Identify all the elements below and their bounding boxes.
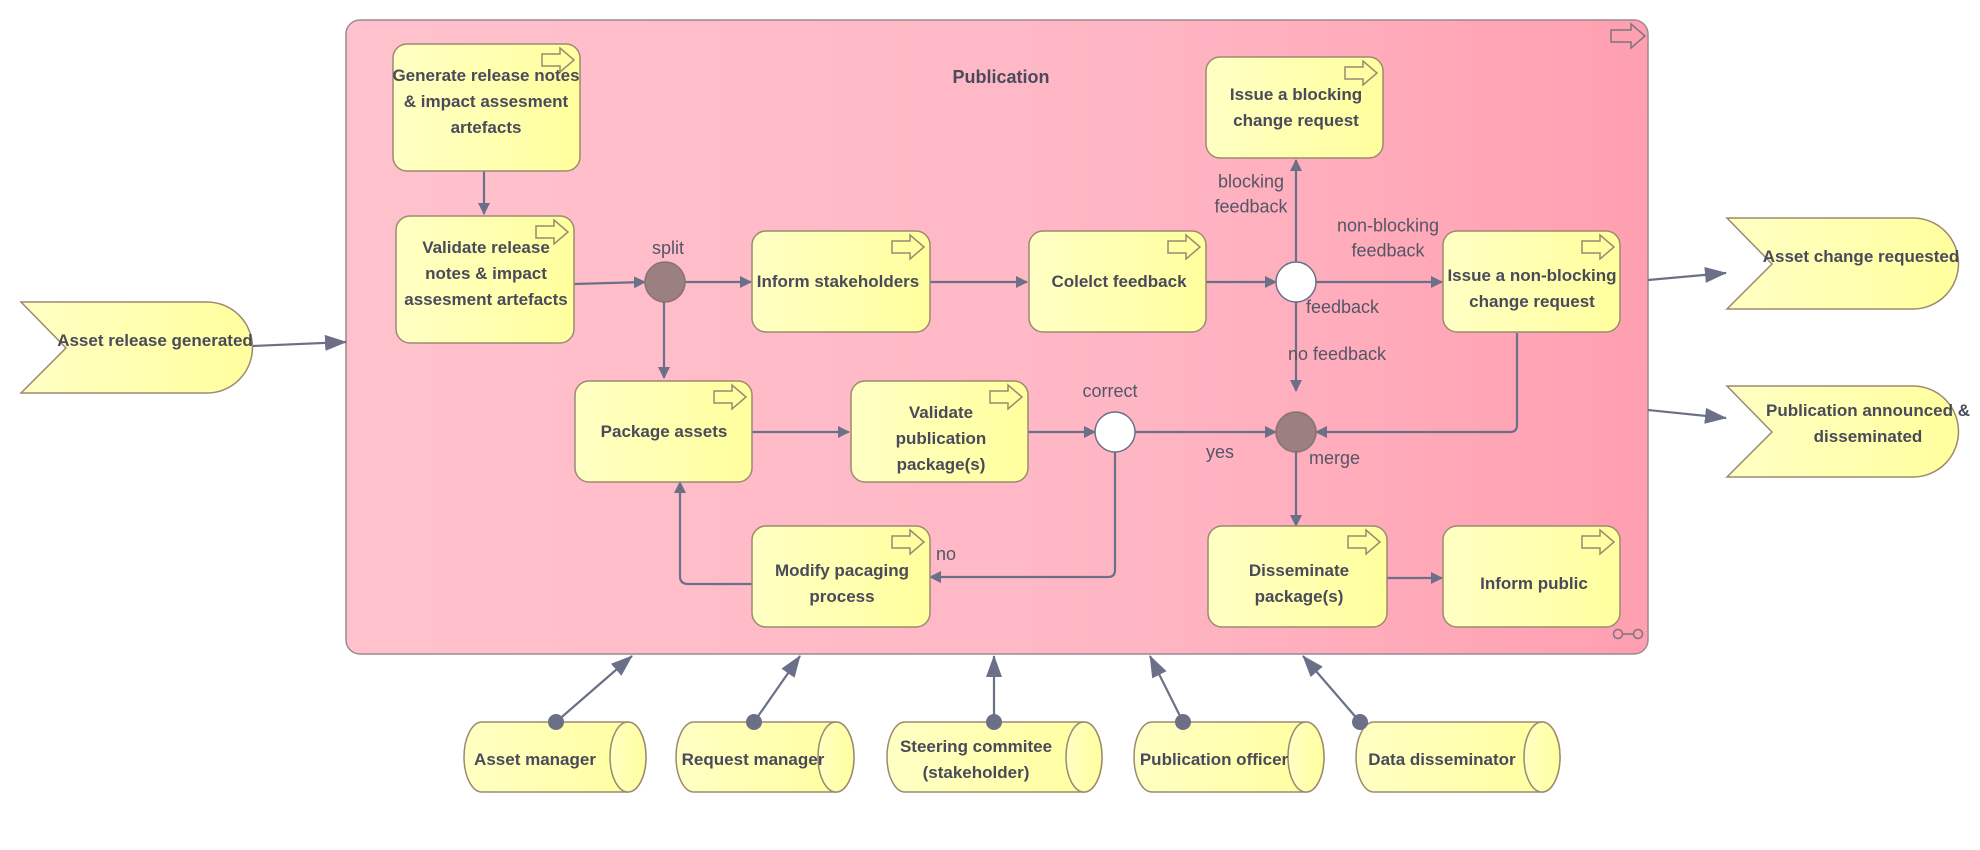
process-generate-notes[interactable]: Generate release notes& impact assesment…: [392, 43, 581, 172]
process-label: Inform stakeholders: [757, 272, 920, 291]
actor-label: Steering commitee(stakeholder): [900, 737, 1052, 782]
edge-container-to-change-requested: [1647, 266, 1727, 283]
edge-correct-to-modify: [929, 452, 1117, 583]
correct-junction: [1094, 411, 1136, 453]
label-correct: correct: [1082, 381, 1137, 401]
event-label: Asset change requested: [1763, 247, 1960, 266]
edge-data-disseminator: [1302, 655, 1361, 723]
actor-label: Request manager: [682, 750, 825, 769]
edge-nonblocking-to-merge: [1315, 333, 1519, 438]
event-asset-change-requested[interactable]: Asset change requested: [1725, 217, 1960, 310]
edge-asset-manager: [555, 655, 633, 723]
edge-release-to-container: [251, 334, 347, 351]
container-title: Publication: [952, 67, 1049, 87]
event-label: Asset release generated: [57, 331, 253, 350]
assignment-dots: [548, 714, 1368, 730]
process-label: Colelct feedback: [1051, 272, 1187, 291]
event-publication-announced[interactable]: Publication announced &disseminated: [1725, 385, 1970, 478]
publication-container[interactable]: Publication: [345, 19, 1649, 655]
process-arrow-icon: [1167, 233, 1202, 261]
process-label: Generate release notes& impact assesment…: [392, 66, 579, 137]
process-arrow-icon: [1347, 528, 1382, 556]
process-inform-public[interactable]: Inform public: [1442, 525, 1621, 628]
process-arrow-icon: [989, 383, 1024, 411]
flow-edges: [478, 159, 1519, 586]
process-arrow-icon: [1610, 22, 1647, 50]
actor-data-disseminator[interactable]: Data disseminator: [1355, 721, 1561, 793]
process-arrow-icon: [541, 46, 576, 74]
edge-container-to-announced: [1647, 407, 1727, 424]
actor-request-manager[interactable]: Request manager: [675, 721, 855, 793]
link-chain-icon: [1612, 628, 1644, 640]
label-split: split: [652, 238, 684, 258]
actor-label: Asset manager: [474, 750, 596, 769]
label-merge: merge: [1309, 448, 1360, 468]
split-junction: [644, 261, 686, 303]
process-collect-feedback[interactable]: Colelct feedback: [1028, 230, 1207, 333]
label-feedback: feedback: [1306, 297, 1380, 317]
actor-asset-manager[interactable]: Asset manager: [463, 721, 647, 793]
event-asset-release-generated[interactable]: Asset release generated: [19, 301, 254, 394]
process-arrow-icon: [891, 233, 926, 261]
label-yes: yes: [1206, 442, 1234, 462]
edge-publication-officer: [1149, 655, 1184, 723]
edge-modify-to-package: [674, 481, 752, 586]
actor-steering-committee[interactable]: Steering commitee(stakeholder): [886, 721, 1103, 793]
merge-junction: [1275, 411, 1317, 453]
process-arrow-icon: [1581, 233, 1616, 261]
label-no: no: [936, 544, 956, 564]
edge-request-manager: [753, 655, 801, 723]
process-arrow-icon: [1344, 59, 1379, 87]
process-label: Inform public: [1480, 574, 1588, 593]
process-inform-stakeholders[interactable]: Inform stakeholders: [751, 230, 931, 333]
feedback-junction: [1275, 261, 1317, 303]
junctions: [644, 261, 1317, 453]
process-arrow-icon: [535, 218, 570, 246]
edge-validate-to-split: [573, 276, 646, 289]
label-no-feedback: no feedback: [1288, 344, 1387, 364]
process-arrow-icon: [891, 528, 926, 556]
actor-label: Publication officer: [1140, 750, 1289, 769]
actor-publication-officer[interactable]: Publication officer: [1133, 721, 1325, 793]
event-label: Publication announced &disseminated: [1766, 401, 1970, 446]
actor-label: Data disseminator: [1368, 750, 1516, 769]
process-arrow-icon: [713, 383, 748, 411]
external-edges: [251, 266, 1727, 723]
process-package-assets[interactable]: Package assets: [574, 380, 753, 483]
process-label: Package assets: [601, 422, 728, 441]
process-arrow-icon: [1581, 528, 1616, 556]
